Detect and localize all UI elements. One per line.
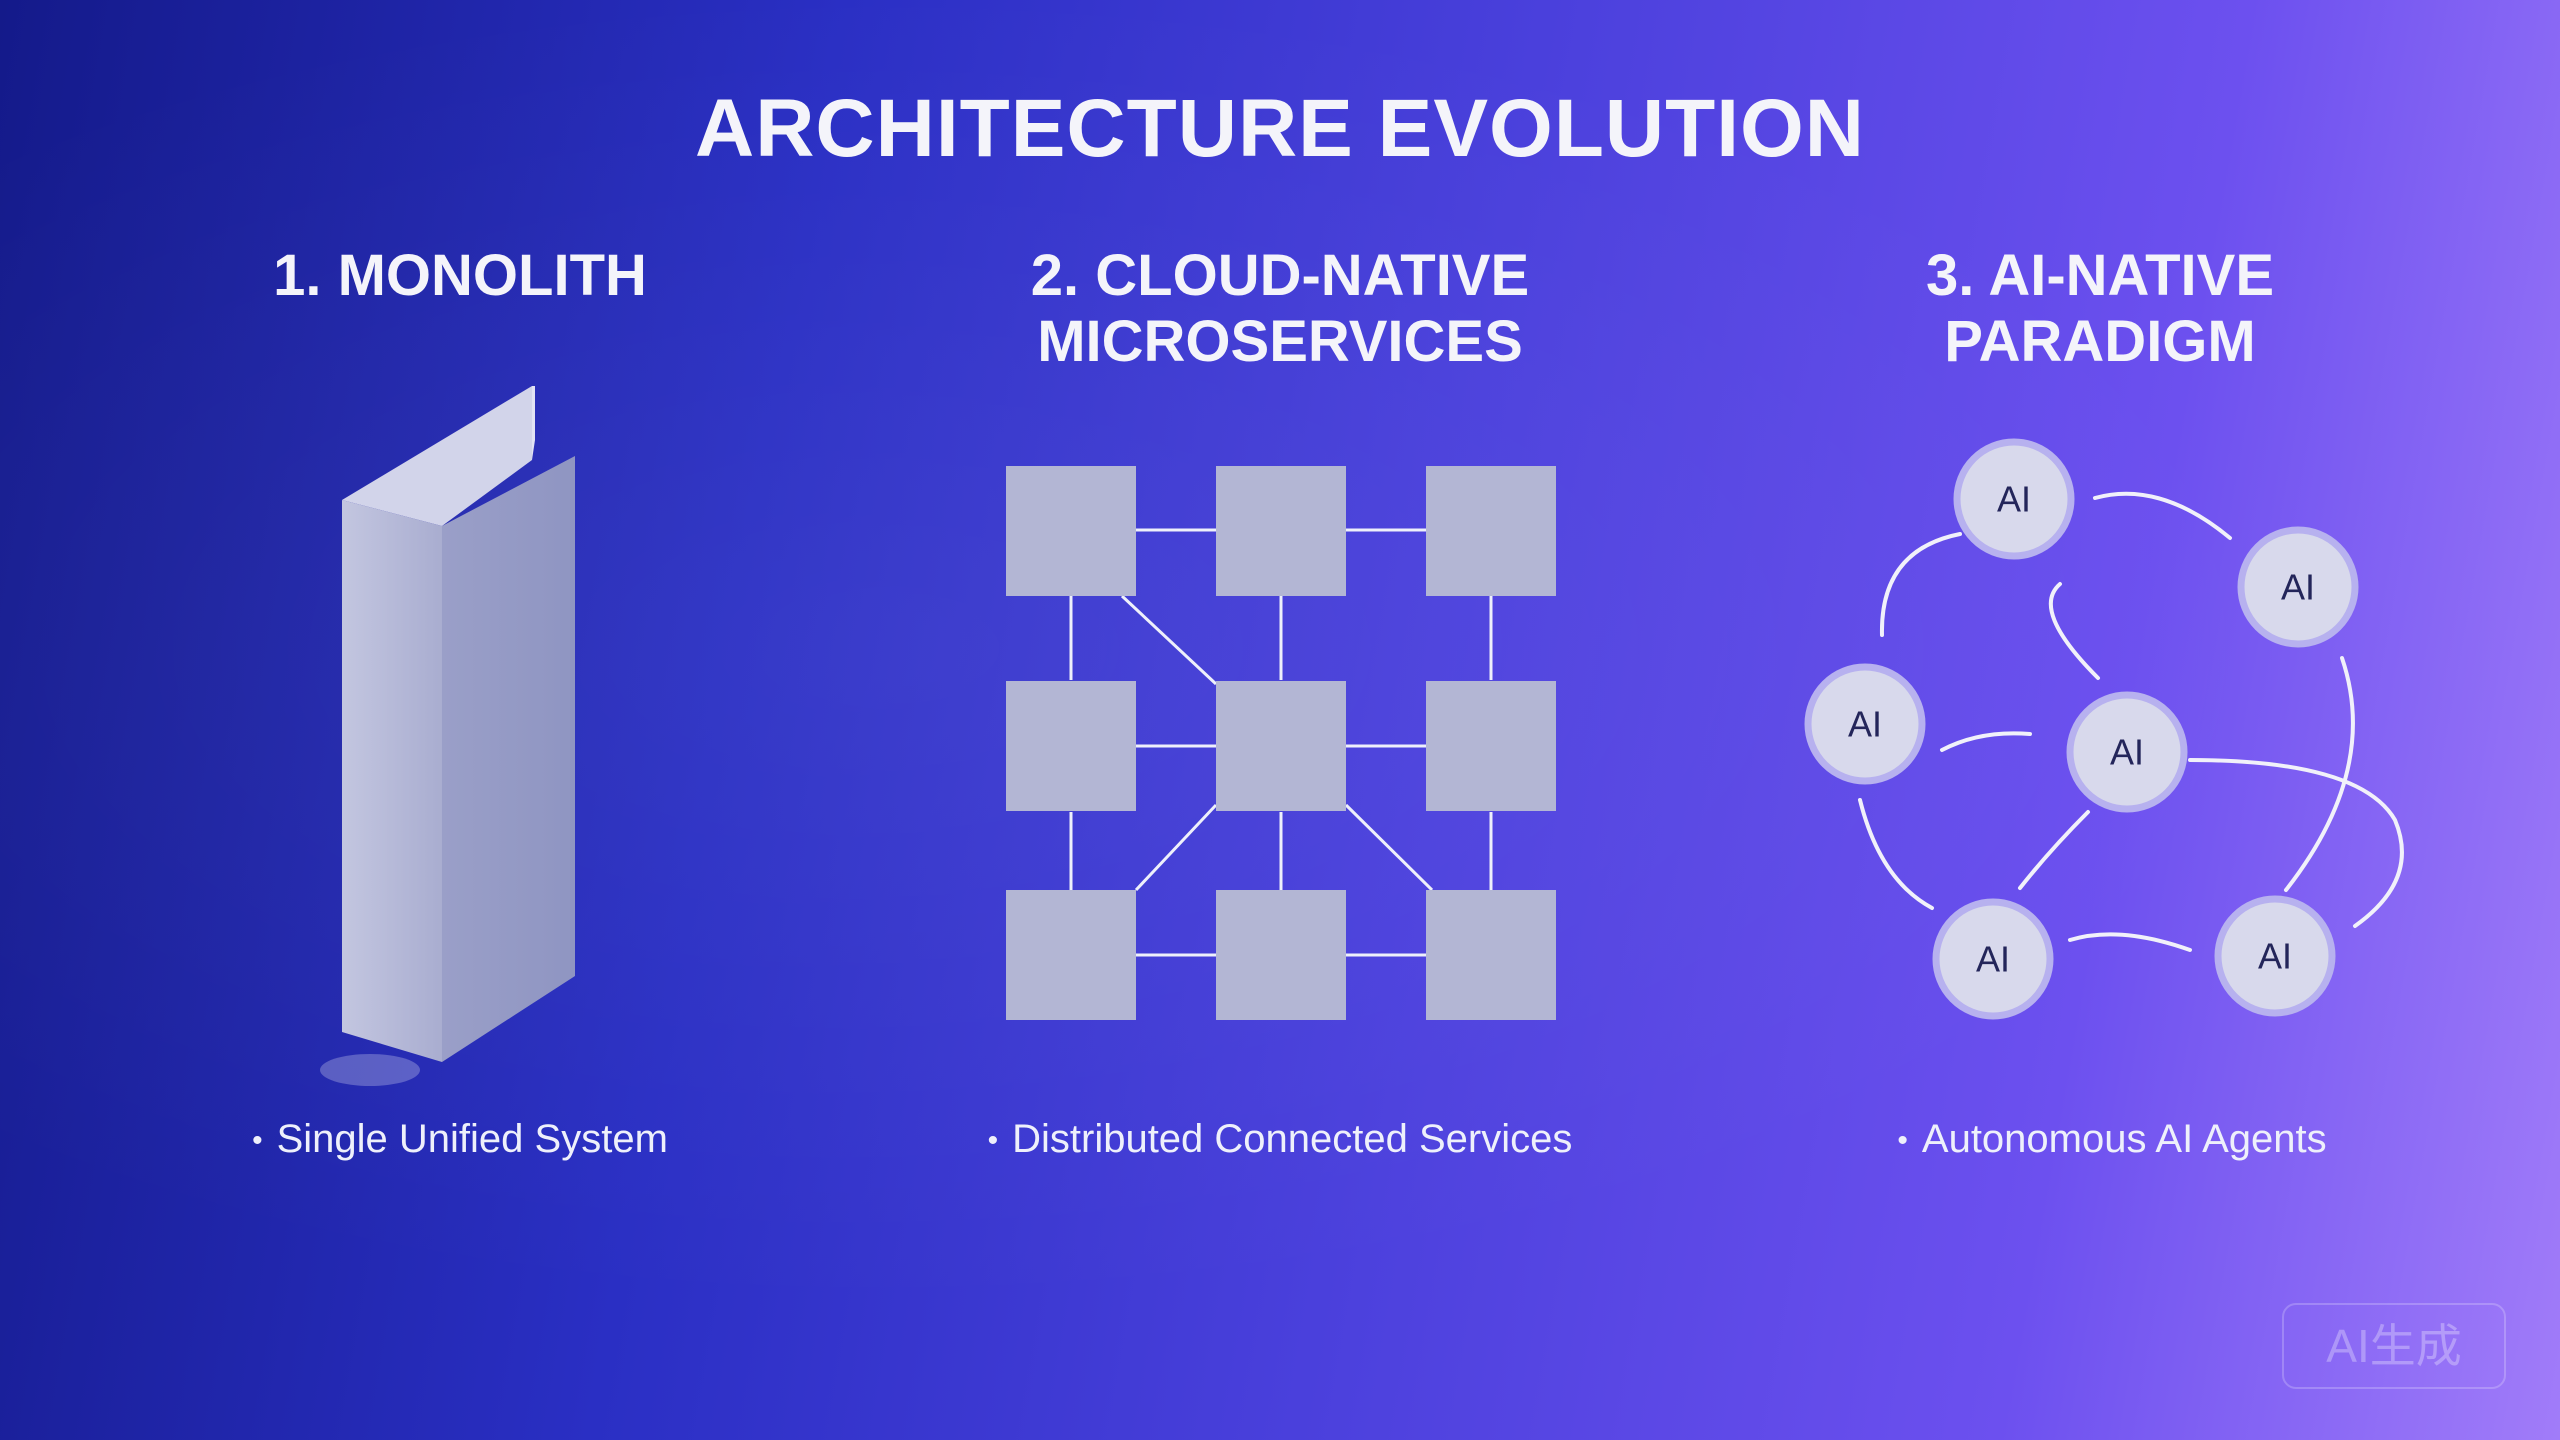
microservices-caption-text: Distributed Connected Services	[1012, 1117, 1573, 1161]
agent-link	[2093, 491, 2232, 540]
ai-agent-label: AI	[2281, 567, 2315, 608]
monolith-caption-text: Single Unified System	[276, 1117, 668, 1161]
service-box	[1006, 890, 1136, 1020]
service-box	[1006, 681, 1136, 811]
monolith-front-face	[342, 500, 442, 1062]
agent-link	[2284, 656, 2355, 892]
service-box	[1216, 681, 1346, 811]
ai-agent-label: AI	[1848, 704, 1882, 745]
ai-agent-node: AI	[2237, 526, 2359, 648]
agent-link	[1940, 731, 2032, 752]
ai-agent-label: AI	[1976, 939, 2010, 980]
link-d-2	[1134, 803, 1218, 892]
monolith-title-line-1: 1. MONOLITH	[273, 243, 647, 308]
ai-native-title-line-2: PARADIGM	[1944, 309, 2256, 374]
page-title: ARCHITECTURE EVOLUTION	[695, 83, 1865, 174]
monolith-caption: • Single Unified System	[80, 1117, 840, 1162]
ai-native-caption: • Autonomous AI Agents	[1732, 1117, 2492, 1162]
bullet-dot: •	[1897, 1124, 1908, 1158]
microservices-title-line-2: MICROSERVICES	[1037, 309, 1523, 374]
ai-native-title: 3. AI-NATIVE PARADIGM	[1720, 243, 2480, 375]
ai-agent-label: AI	[1997, 479, 2031, 520]
ai-native-title-line-1: 3. AI-NATIVE	[1925, 243, 2275, 308]
agent-link	[1858, 798, 1934, 910]
ai-agent-label: AI	[2258, 936, 2292, 977]
agent-link	[2048, 582, 2100, 680]
service-box	[1426, 466, 1556, 596]
microservices-title: 2. CLOUD-NATIVE MICROSERVICES	[900, 243, 1660, 375]
agent-link	[2068, 932, 2192, 952]
agent-link	[2188, 758, 2404, 928]
bullet-dot: •	[252, 1124, 263, 1158]
link-d-3	[1344, 803, 1434, 892]
ai-agent-node: AI	[1953, 438, 2075, 560]
monolith-block	[320, 386, 575, 1086]
monolith-title: 1. MONOLITH	[80, 243, 840, 309]
ai-agent-node: AI	[1804, 663, 1926, 785]
agent-link	[1879, 532, 1962, 637]
monolith-top-face	[342, 386, 532, 526]
service-box	[1216, 466, 1346, 596]
microservices-grid	[1006, 466, 1556, 1020]
monolith-top-edge	[532, 386, 535, 460]
ai-agent-node: AI	[2214, 895, 2336, 1017]
monolith-base-glow	[320, 1054, 420, 1086]
ai-agent-network: AI AI AI AI AI AI	[1804, 438, 2404, 1020]
ai-generated-watermark: AI生成	[2282, 1303, 2506, 1389]
bullet-dot: •	[987, 1124, 999, 1158]
ai-agent-node: AI	[1932, 898, 2054, 1020]
monolith-side-face	[442, 456, 575, 1062]
service-box	[1426, 890, 1556, 1020]
microservices-caption: • Distributed Connected Services	[900, 1117, 1660, 1162]
service-box	[1216, 890, 1346, 1020]
ai-native-caption-text: Autonomous AI Agents	[1921, 1117, 2327, 1161]
agent-link	[2018, 810, 2090, 890]
microservices-title-line-1: 2. CLOUD-NATIVE	[1030, 243, 1530, 308]
service-box	[1426, 681, 1556, 811]
ai-agent-label: AI	[2110, 732, 2144, 773]
link-d-1	[1120, 594, 1218, 686]
service-box	[1006, 466, 1136, 596]
ai-agent-node: AI	[2066, 691, 2188, 813]
